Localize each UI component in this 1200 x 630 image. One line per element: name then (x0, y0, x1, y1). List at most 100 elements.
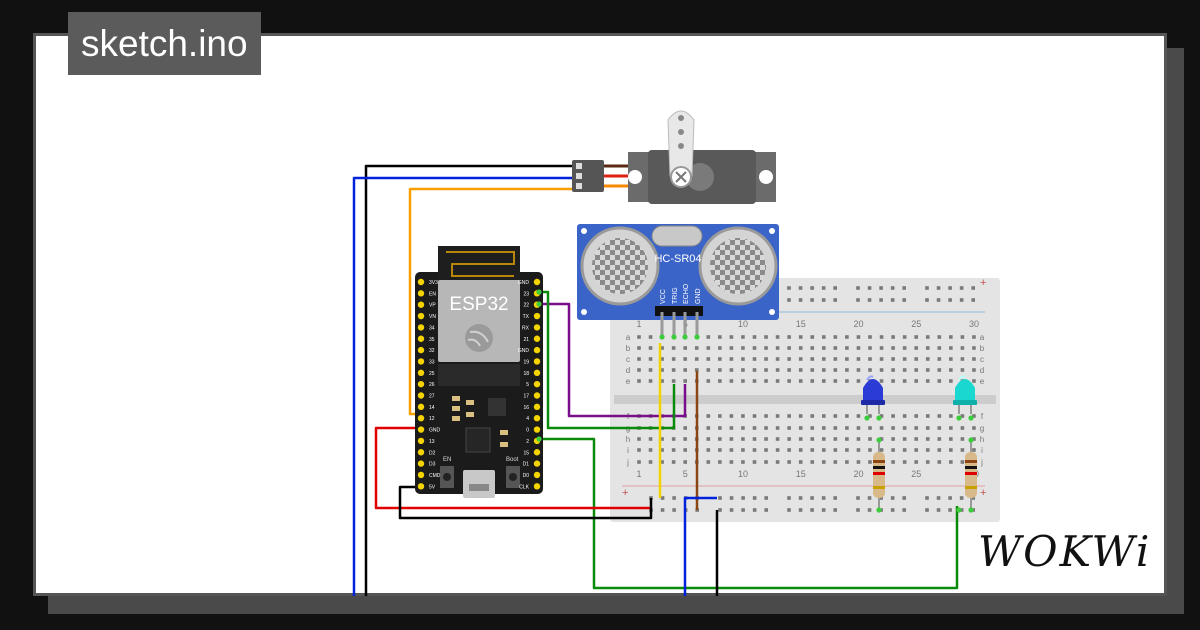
breadboard-hole (879, 346, 884, 350)
breadboard-hole (810, 426, 815, 430)
breadboard-hole (683, 379, 687, 383)
breadboard-hole (810, 460, 815, 464)
resistor-2[interactable] (965, 440, 977, 510)
servo-motor[interactable] (572, 110, 776, 204)
breadboard-hole (637, 460, 641, 464)
servo-mount-hole (759, 170, 773, 184)
esp32-pin-label-left: 13 (429, 439, 435, 445)
breadboard-center-channel (614, 395, 996, 404)
esp32-pin-right[interactable] (533, 278, 541, 286)
rail-hole (833, 508, 837, 512)
esp32-pin-left[interactable] (417, 324, 425, 331)
sensor-pin[interactable] (660, 312, 664, 336)
breadboard-hole (764, 448, 768, 452)
esp32-pin-left[interactable] (417, 346, 425, 354)
blue-led[interactable] (861, 375, 885, 414)
breadboard-hole (833, 448, 838, 452)
wire-blue-servo-vcc (352, 176, 574, 596)
esp32-pin-right[interactable] (533, 426, 541, 433)
rail-hole (821, 508, 826, 512)
breadboard-hole (718, 357, 722, 361)
esp32-pin-left[interactable] (417, 392, 425, 399)
rail-hole (741, 508, 745, 512)
esp32-pin-right[interactable] (533, 483, 541, 490)
cyan-led[interactable] (953, 375, 977, 414)
esp32-pin-right[interactable] (533, 460, 541, 467)
rail-hole (752, 508, 757, 512)
breadboard-hole (660, 357, 664, 361)
esp32-pin-right[interactable] (533, 335, 541, 342)
esp32-pin-left[interactable] (417, 380, 425, 388)
esp32-pin-left[interactable] (417, 369, 425, 376)
breadboard-hole (868, 460, 872, 464)
breadboard-hole (925, 414, 930, 418)
esp32-pin-left[interactable] (417, 312, 425, 320)
breadboard-hole (949, 437, 953, 441)
esp32-pin-right[interactable] (533, 358, 541, 365)
esp32-pin-left[interactable] (417, 449, 425, 456)
wokwi-logo: WOKWi (978, 527, 1149, 576)
esp32-pin-left[interactable] (417, 278, 425, 286)
breadboard-hole (683, 437, 687, 441)
breadboard-hole (937, 346, 942, 350)
breadboard-hole (879, 335, 884, 339)
esp32-pin-right[interactable] (533, 346, 541, 354)
rail-hole (672, 496, 676, 500)
breadboard-hole (729, 414, 734, 418)
column-number-top: 30 (969, 319, 979, 329)
esp32-pin-right[interactable] (533, 380, 541, 388)
esp32-pin-left[interactable] (417, 335, 425, 342)
sensor-pin[interactable] (695, 312, 699, 336)
esp32-pin-left[interactable] (417, 483, 425, 490)
breadboard-hole (833, 379, 838, 383)
esp32-pin-left[interactable] (417, 358, 425, 365)
esp32-pin-left[interactable] (417, 437, 425, 445)
breadboard-hole (694, 357, 699, 361)
breadboard-hole (868, 414, 872, 418)
esp32-pin-right[interactable] (533, 312, 541, 320)
esp32-pin-left[interactable] (417, 426, 425, 433)
esp32-pin-left[interactable] (417, 403, 425, 411)
breadboard-hole (925, 460, 930, 464)
esp32-pin-right[interactable] (533, 369, 541, 376)
breadboard-hole (787, 335, 791, 339)
esp32-pin-left[interactable] (417, 290, 425, 297)
breadboard-hole (868, 368, 872, 372)
esp32-pin-label-right: D0 (523, 473, 530, 479)
rail-hole (660, 508, 665, 512)
esp32-pin-right[interactable] (533, 392, 541, 399)
esp32-pin-right[interactable] (533, 324, 541, 331)
breadboard-hole (648, 379, 653, 383)
breadboard-hole (752, 357, 757, 361)
row-letter-right: f (981, 412, 984, 421)
column-number-bottom: 20 (853, 469, 863, 479)
sensor-pin[interactable] (672, 312, 676, 336)
esp32-pin-label-right: 17 (523, 394, 529, 400)
esp32-pin-right[interactable] (533, 449, 541, 456)
row-letter-right: a (980, 333, 985, 342)
esp32-pin-left[interactable] (417, 415, 425, 422)
esp32-pin-left[interactable] (417, 301, 425, 308)
rail-hole (959, 496, 964, 500)
rail-hole (925, 496, 929, 500)
esp32-pin-label-left: 12 (429, 416, 435, 422)
rail-hole (867, 496, 872, 500)
breadboard-hole (937, 368, 942, 372)
breadboard-hole (937, 357, 942, 361)
esp32-pin-right[interactable] (533, 471, 541, 479)
row-letter-left: b (626, 344, 631, 353)
esp32-pin-left[interactable] (417, 460, 425, 467)
sensor-pin[interactable] (683, 312, 687, 336)
esp32-pin-label-right: 2 (526, 439, 529, 445)
esp32-pin-right[interactable] (533, 403, 541, 411)
breadboard-hole (741, 414, 745, 418)
resistor-1-band (873, 466, 885, 469)
breadboard-hole (833, 426, 838, 430)
breadboard-hole (648, 437, 653, 441)
esp32-pin-left[interactable] (417, 471, 425, 479)
resistor-1[interactable] (873, 440, 885, 510)
esp32-pin-right[interactable] (533, 415, 541, 422)
